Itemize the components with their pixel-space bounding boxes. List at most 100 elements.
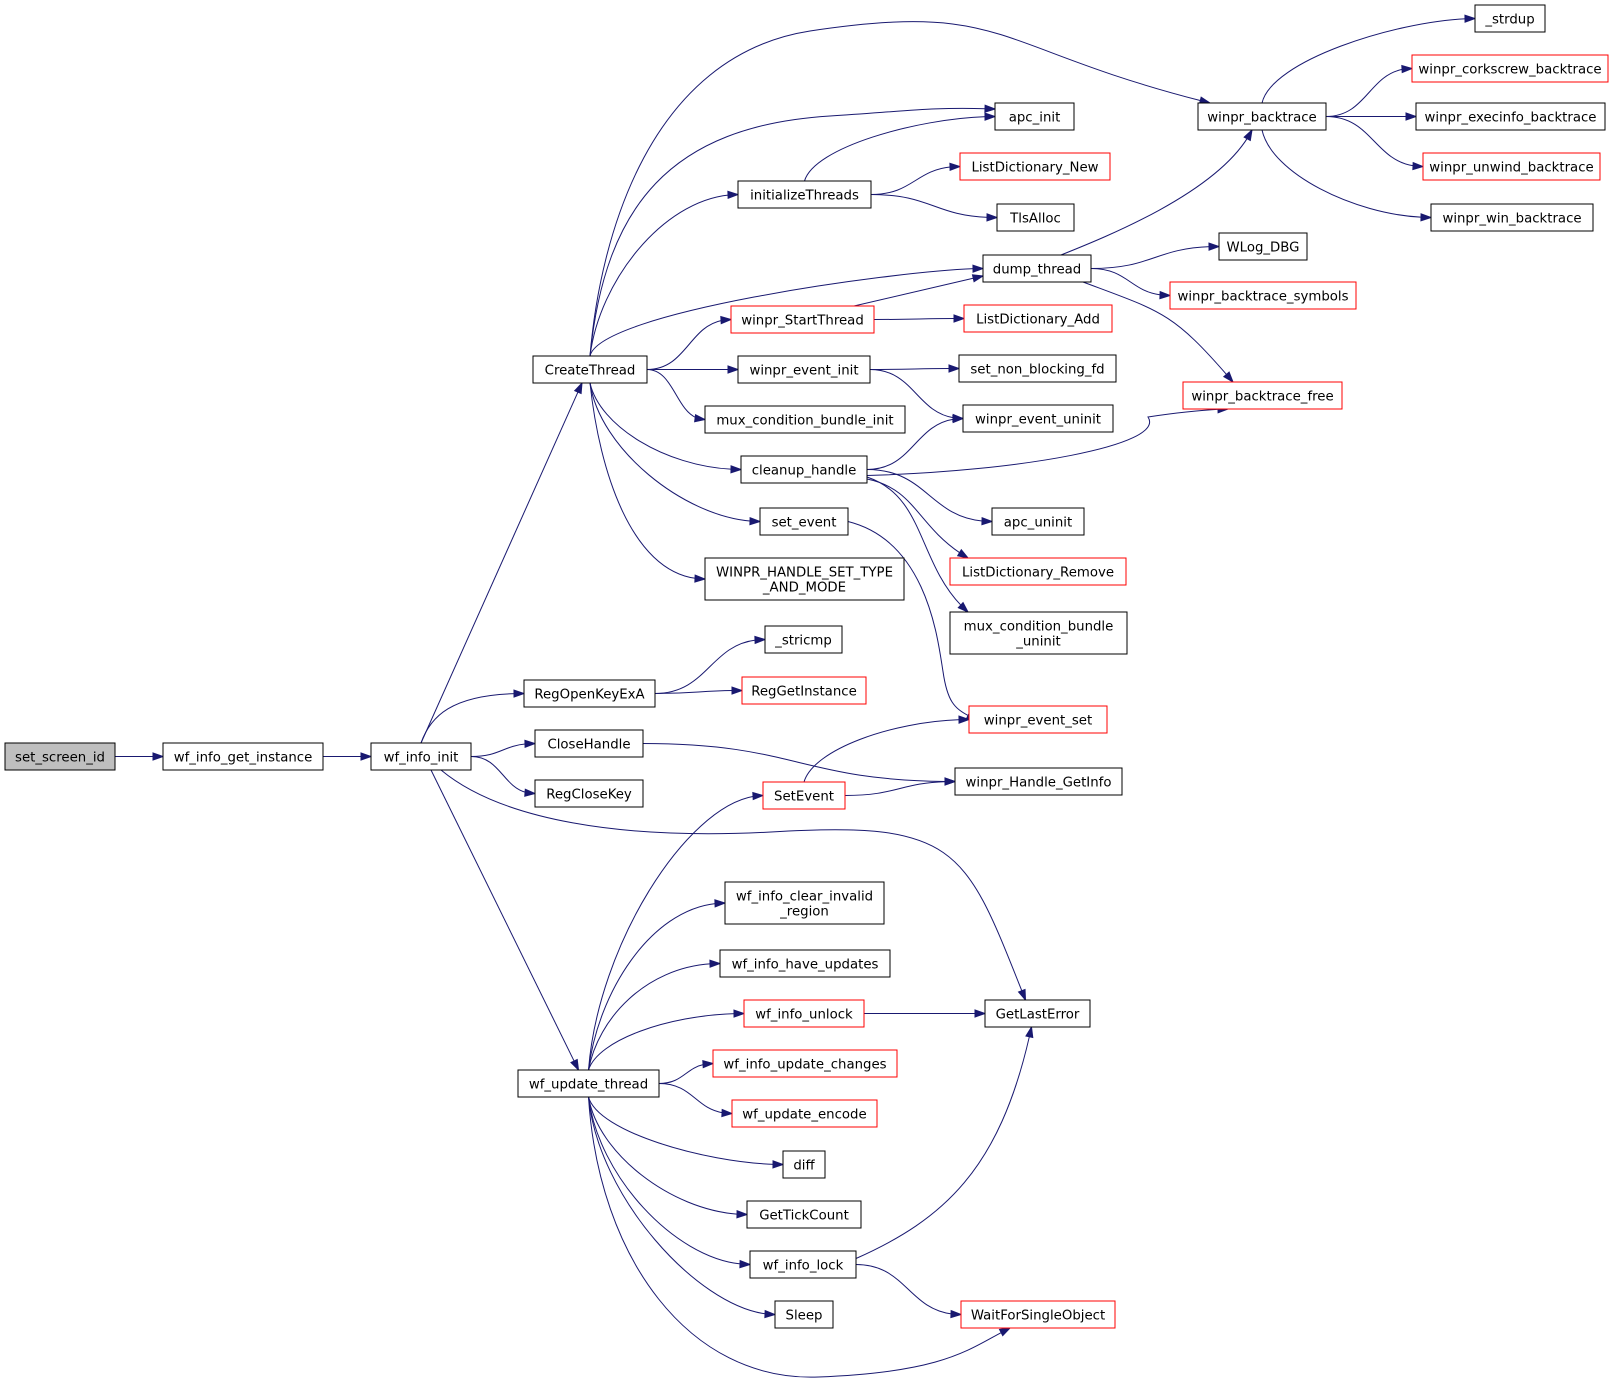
arrowhead xyxy=(948,364,961,373)
node-listdictionary-new[interactable]: ListDictionary_New xyxy=(959,152,1111,181)
node-listdictionary-add[interactable]: ListDictionary_Add xyxy=(963,304,1113,333)
edge-setevent-to-winpr-handle-getinfo xyxy=(844,777,957,796)
node-wlog-dbg[interactable]: WLog_DBG xyxy=(1218,232,1308,261)
node-winpr-event-init[interactable]: winpr_event_init xyxy=(737,355,871,384)
node-wf-info-lock[interactable]: wf_info_lock xyxy=(749,1250,857,1279)
node-sleep[interactable]: Sleep xyxy=(774,1300,834,1329)
node-set-non-blocking-fd[interactable]: set_non_blocking_fd xyxy=(958,354,1117,383)
node-waitforsingleobject[interactable]: WaitForSingleObject xyxy=(960,1300,1116,1329)
edge-line xyxy=(588,902,726,1071)
node-getlasterror[interactable]: GetLastError xyxy=(984,999,1091,1028)
node-winpr-startthread[interactable]: winpr_StartThread xyxy=(730,305,875,334)
edge-line xyxy=(589,21,1211,357)
node-mux-condition-bundle-uninit[interactable]: mux_condition_bundle_uninit xyxy=(949,611,1128,655)
node-wf-update-thread[interactable]: wf_update_thread xyxy=(517,1069,660,1098)
edge-line xyxy=(1325,68,1413,117)
node-box xyxy=(719,949,891,978)
arrowhead xyxy=(972,264,985,273)
edge-initializethreads-to-apc-init xyxy=(804,112,997,182)
node-apc-uninit[interactable]: apc_uninit xyxy=(991,507,1085,536)
edge-wf-update-thread-to-gettickcount xyxy=(588,1096,749,1219)
node-wf-info-have-updates[interactable]: wf_info_have_updates xyxy=(719,949,891,978)
edge-line xyxy=(853,275,984,307)
node-winpr-backtrace[interactable]: winpr_backtrace xyxy=(1197,102,1327,131)
node-winpr-unwind-backtrace[interactable]: winpr_unwind_backtrace xyxy=(1422,152,1601,181)
node-box xyxy=(737,180,872,209)
node-reggetinstance[interactable]: RegGetInstance xyxy=(741,676,867,705)
node-winpr-event-set[interactable]: winpr_event_set xyxy=(968,705,1108,734)
node-regclosekey[interactable]: RegCloseKey xyxy=(534,779,644,808)
arrowhead xyxy=(570,1058,580,1072)
node-label: RegCloseKey xyxy=(546,788,632,803)
arrowhead xyxy=(733,1009,746,1018)
node-dump-thread[interactable]: dump_thread xyxy=(982,254,1092,283)
node-wf-info-unlock[interactable]: wf_info_unlock xyxy=(743,999,865,1028)
node-regopenkeyexa[interactable]: RegOpenKeyExA xyxy=(523,679,656,708)
node-label: winpr_win_backtrace xyxy=(1442,212,1581,227)
node-createthread[interactable]: CreateThread xyxy=(532,355,648,384)
node-label: winpr_event_set xyxy=(984,714,1092,729)
node-box xyxy=(1474,4,1546,33)
edge-cleanup-handle-to-listdictionary-remove xyxy=(866,478,970,559)
edge-wf-update-thread-to-wf-info-unlock xyxy=(588,1009,746,1071)
node-mux-condition-bundle-init[interactable]: mux_condition_bundle_init xyxy=(704,405,906,434)
node-label: winpr_execinfo_backtrace xyxy=(1425,111,1597,126)
node-setevent[interactable]: SetEvent xyxy=(762,781,846,810)
node-cleanup-handle[interactable]: cleanup_handle xyxy=(740,455,868,484)
node-diff[interactable]: diff xyxy=(782,1150,826,1179)
edge-createthread-to-winpr-event-init xyxy=(647,365,740,374)
node-wf-info-clear-invalid-region[interactable]: wf_info_clear_invalid_region xyxy=(724,881,885,925)
node-box xyxy=(746,1200,862,1229)
edge-line xyxy=(844,781,956,796)
arrowhead xyxy=(971,274,985,283)
arrowhead xyxy=(739,1259,752,1269)
node-winpr-corkscrew-backtrace[interactable]: winpr_corkscrew_backtrace xyxy=(1411,54,1609,83)
node-wf-info-get-instance[interactable]: wf_info_get_instance xyxy=(162,742,324,771)
node-initializethreads[interactable]: initializeThreads xyxy=(737,180,872,209)
node-tlsalloc[interactable]: TlsAlloc xyxy=(996,203,1075,232)
node-closehandle[interactable]: CloseHandle xyxy=(534,729,644,758)
node-label: WINPR_HANDLE_SET_TYPE xyxy=(716,566,893,581)
arrowhead xyxy=(694,574,707,583)
edge-line xyxy=(1261,129,1432,218)
edge-line xyxy=(588,1013,745,1071)
node-listdictionary-remove[interactable]: ListDictionary_Remove xyxy=(949,557,1127,586)
node-set-event[interactable]: set_event xyxy=(759,507,849,536)
edge-line xyxy=(588,963,721,1071)
node-gettickcount[interactable]: GetTickCount xyxy=(746,1200,862,1229)
node-label: Sleep xyxy=(786,1309,823,1324)
node-winpr-handle-set-type-and-mode[interactable]: WINPR_HANDLE_SET_TYPE_AND_MODE xyxy=(704,557,905,601)
node-winpr-backtrace-symbols[interactable]: winpr_backtrace_symbols xyxy=(1169,281,1357,310)
edge-winpr-backtrace-to-winpr-execinfo-backtrace xyxy=(1326,112,1418,121)
node-winpr-win-backtrace[interactable]: winpr_win_backtrace xyxy=(1430,203,1594,232)
node-winpr-event-uninit[interactable]: winpr_event_uninit xyxy=(962,404,1114,433)
edge-createthread-to-winpr-startthread xyxy=(646,315,733,370)
edge-line xyxy=(642,743,956,782)
node-label: winpr_backtrace_symbols xyxy=(1177,290,1348,305)
edge-set-screen-id-to-wf-info-get-instance xyxy=(114,752,165,761)
edge-line xyxy=(866,469,993,522)
arrowhead xyxy=(1464,14,1477,23)
node-box xyxy=(704,405,906,434)
node-stricmp[interactable]: _stricmp xyxy=(764,625,843,654)
node-wf-info-init[interactable]: wf_info_init xyxy=(370,742,472,771)
edge-winpr-startthread-to-dump-thread xyxy=(853,274,985,307)
node-wf-update-encode[interactable]: wf_update_encode xyxy=(731,1099,878,1128)
edge-line xyxy=(866,418,964,470)
node-label: ListDictionary_Add xyxy=(976,313,1100,328)
node-box xyxy=(740,455,868,484)
node-winpr-handle-getinfo[interactable]: winpr_Handle_GetInfo xyxy=(954,767,1123,796)
node-wf-info-update-changes[interactable]: wf_info_update_changes xyxy=(712,1049,898,1078)
node-winpr-backtrace-free[interactable]: winpr_backtrace_free xyxy=(1182,381,1343,410)
edge-line xyxy=(1060,129,1253,256)
node-label: RegOpenKeyExA xyxy=(534,688,644,703)
arrowhead xyxy=(1208,242,1221,251)
arrowhead xyxy=(709,959,722,968)
arrowhead xyxy=(754,635,767,645)
node-strdup[interactable]: _strdup xyxy=(1474,4,1546,33)
node-winpr-execinfo-backtrace[interactable]: winpr_execinfo_backtrace xyxy=(1415,102,1606,131)
node-apc-init[interactable]: apc_init xyxy=(994,102,1075,131)
edge-line xyxy=(588,1096,1011,1378)
edge-line xyxy=(646,369,706,420)
node-set-screen-id[interactable]: set_screen_id xyxy=(4,742,116,771)
